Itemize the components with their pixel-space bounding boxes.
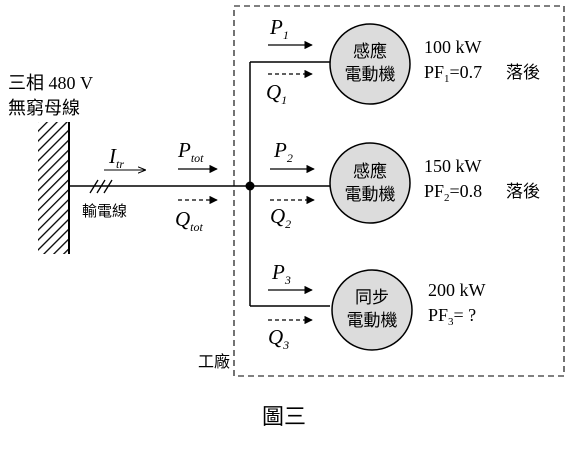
motor-1-type: 感應 (353, 41, 387, 62)
motor-3-circle (331, 269, 413, 351)
motor-1-pf-note: 落後 (506, 63, 540, 83)
motor-2-type: 感應 (353, 161, 387, 182)
p3-label: P3 (271, 260, 291, 287)
q1-label: Q1 (266, 80, 287, 107)
q3-label: Q3 (268, 325, 289, 352)
bus-voltage-label: 三相 480 V (8, 73, 93, 93)
motor-2-power: 150 kW (424, 156, 482, 176)
motor-branch-3: P3 Q3 同步 電動機 200 kW PF3= ? (250, 260, 486, 352)
motor-1-pf: PF1=0.7 (424, 62, 482, 85)
motor-3-name: 電動機 (347, 311, 398, 331)
current-label: Itr (108, 144, 124, 171)
motor-3-power: 200 kW (428, 280, 486, 300)
motor-2-name: 電動機 (345, 185, 396, 205)
factory-boundary (233, 5, 565, 377)
transmission-line-label: 輸電線 (82, 202, 127, 220)
p1-label: P1 (269, 15, 289, 42)
factory-label: 工廠 (198, 352, 230, 371)
motor-3-pf: PF3= ? (428, 305, 476, 328)
motor-2-pf-note: 落後 (506, 182, 540, 202)
p2-label: P2 (273, 138, 293, 165)
figure-caption: 圖三 (262, 405, 306, 430)
motor-1-power: 100 kW (424, 37, 482, 57)
q2-label: Q2 (270, 204, 291, 231)
three-phase-ticks (89, 179, 113, 194)
motor-1-circle (329, 23, 411, 105)
motor-1-name: 電動機 (345, 65, 396, 85)
p-total-label: Ptot (177, 138, 204, 165)
motor-2-pf: PF2=0.8 (424, 181, 482, 204)
motor-3-type: 同步 (355, 288, 389, 308)
motor-branch-1: P1 Q1 感應 電動機 100 kW PF1=0.7 落後 (250, 15, 540, 107)
infinite-bus-hatch (38, 122, 69, 254)
bus-name-label: 無窮母線 (8, 98, 80, 119)
q-total-label: Qtot (175, 207, 204, 234)
motor-branch-2: P2 Q2 感應 電動機 150 kW PF2=0.8 落後 (250, 138, 540, 231)
motor-2-circle (329, 142, 411, 224)
